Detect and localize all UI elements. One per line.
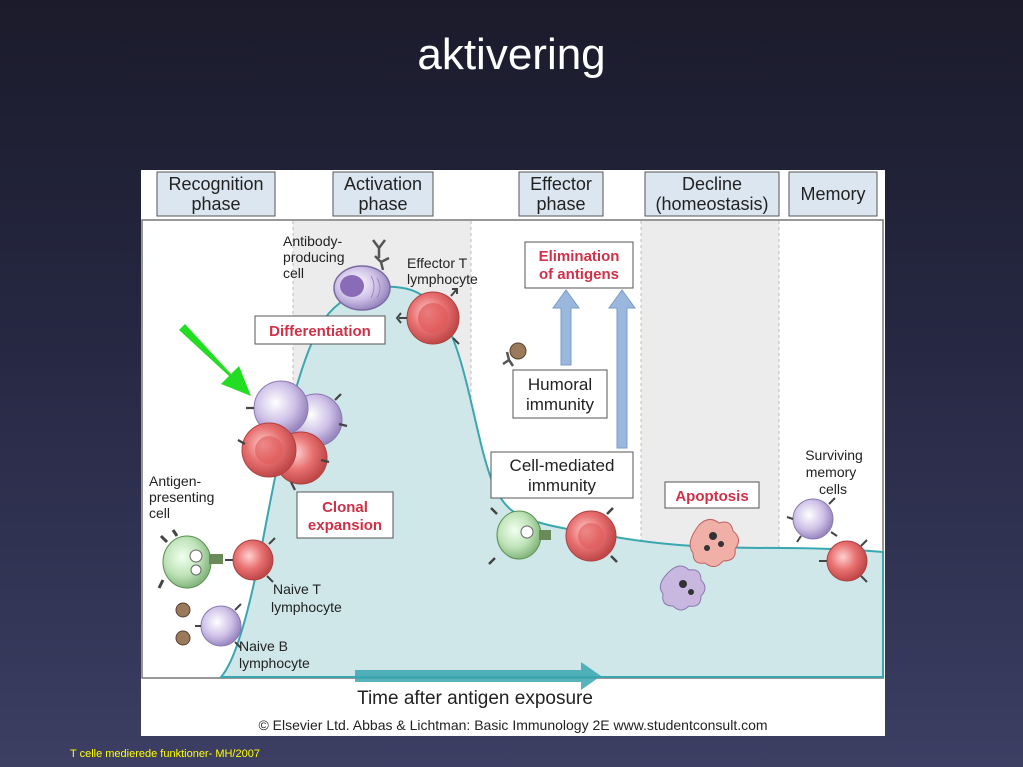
phase-decline: Decline (homeostasis) xyxy=(644,171,780,217)
svg-text:Humoral: Humoral xyxy=(528,375,592,394)
svg-text:Apoptosis: Apoptosis xyxy=(675,488,748,505)
antigen-antibody-icon xyxy=(502,342,527,367)
phase-memory: Memory xyxy=(788,171,878,217)
label-antigen-presenting-cell: Antigen- presenting cell xyxy=(149,473,214,521)
svg-text:cell: cell xyxy=(149,505,170,521)
label-antibody-producing-cell: Antibody- producing cell xyxy=(283,233,345,281)
svg-text:lymphocyte: lymphocyte xyxy=(407,271,478,287)
credit-line: © Elsevier Ltd. Abbas & Lichtman: Basic … xyxy=(258,717,767,733)
slide-title: aktivering xyxy=(417,30,606,79)
plasma-cell-icon xyxy=(333,265,391,311)
svg-text:of antigens: of antigens xyxy=(539,266,619,283)
antibody-icon xyxy=(372,239,390,271)
label-naive-b-lymphocyte: Naive B lymphocyte xyxy=(239,638,310,671)
svg-text:cell: cell xyxy=(283,265,304,281)
apoptotic-cells-icon xyxy=(659,519,739,611)
phase-recognition: Recognition phase xyxy=(156,171,276,217)
svg-text:Antibody-: Antibody- xyxy=(283,233,342,249)
svg-text:presenting: presenting xyxy=(149,489,214,505)
svg-text:Recognition: Recognition xyxy=(168,174,263,194)
svg-text:lymphocyte: lymphocyte xyxy=(271,599,342,615)
svg-text:expansion: expansion xyxy=(308,517,382,534)
svg-text:memory: memory xyxy=(806,464,857,480)
svg-text:Memory: Memory xyxy=(800,184,865,204)
label-effector-t-lymphocyte: Effector T lymphocyte xyxy=(407,255,478,287)
svg-text:Cell-mediated: Cell-mediated xyxy=(510,456,615,475)
svg-text:Surviving: Surviving xyxy=(805,447,863,463)
antigen-presenting-cell-icon xyxy=(157,529,223,589)
slide-footer: T celle medierede funktioner- MH/2007 xyxy=(70,748,260,760)
svg-text:Clonal: Clonal xyxy=(322,499,368,516)
label-clonal-expansion: Clonal expansion xyxy=(296,491,394,539)
svg-text:Antigen-: Antigen- xyxy=(149,473,201,489)
time-axis-label: Time after antigen exposure xyxy=(357,688,593,709)
label-naive-t-lymphocyte: Naive T lymphocyte xyxy=(271,581,342,615)
svg-text:producing: producing xyxy=(283,249,345,265)
elimination-arrows xyxy=(552,289,636,449)
time-axis-arrow xyxy=(355,662,601,690)
svg-text:immunity: immunity xyxy=(528,476,597,495)
svg-text:Activation: Activation xyxy=(344,174,422,194)
svg-text:cells: cells xyxy=(819,481,847,497)
svg-text:Effector T: Effector T xyxy=(407,255,468,271)
clonal-expansion-cells-icon xyxy=(237,380,348,491)
label-elimination-of-antigens: Elimination of antigens xyxy=(524,241,634,289)
apc-t-cell-interaction-icon xyxy=(488,507,618,565)
immune-response-diagram: Recognition phase Activation phase Effec… xyxy=(141,170,885,736)
label-humoral-immunity: Humoral immunity xyxy=(512,369,608,419)
phase-activation: Activation phase xyxy=(332,171,434,217)
naive-b-cell-icon xyxy=(175,602,242,649)
label-cell-mediated-immunity: Cell-mediated immunity xyxy=(490,451,634,499)
svg-text:Effector: Effector xyxy=(530,174,592,194)
svg-text:lymphocyte: lymphocyte xyxy=(239,655,310,671)
highlight-arrow-icon xyxy=(179,324,251,396)
svg-text:phase: phase xyxy=(358,194,407,214)
svg-text:Naive T: Naive T xyxy=(273,581,321,597)
label-apoptosis: Apoptosis xyxy=(664,481,760,509)
svg-text:immunity: immunity xyxy=(526,395,595,414)
phase-effector: Effector phase xyxy=(518,171,604,217)
label-differentiation: Differentiation xyxy=(254,315,386,345)
svg-text:(homeostasis): (homeostasis) xyxy=(655,194,768,214)
effector-t-cell-icon xyxy=(395,288,460,345)
svg-text:phase: phase xyxy=(191,194,240,214)
svg-text:Differentiation: Differentiation xyxy=(269,323,371,340)
memory-cells-icon xyxy=(786,497,868,583)
label-surviving-memory-cells: Surviving memory cells xyxy=(805,447,863,497)
svg-text:phase: phase xyxy=(536,194,585,214)
svg-text:Decline: Decline xyxy=(682,174,742,194)
svg-text:Elimination: Elimination xyxy=(539,248,620,265)
naive-t-cell-icon xyxy=(225,537,276,583)
svg-text:Naive B: Naive B xyxy=(239,638,288,654)
